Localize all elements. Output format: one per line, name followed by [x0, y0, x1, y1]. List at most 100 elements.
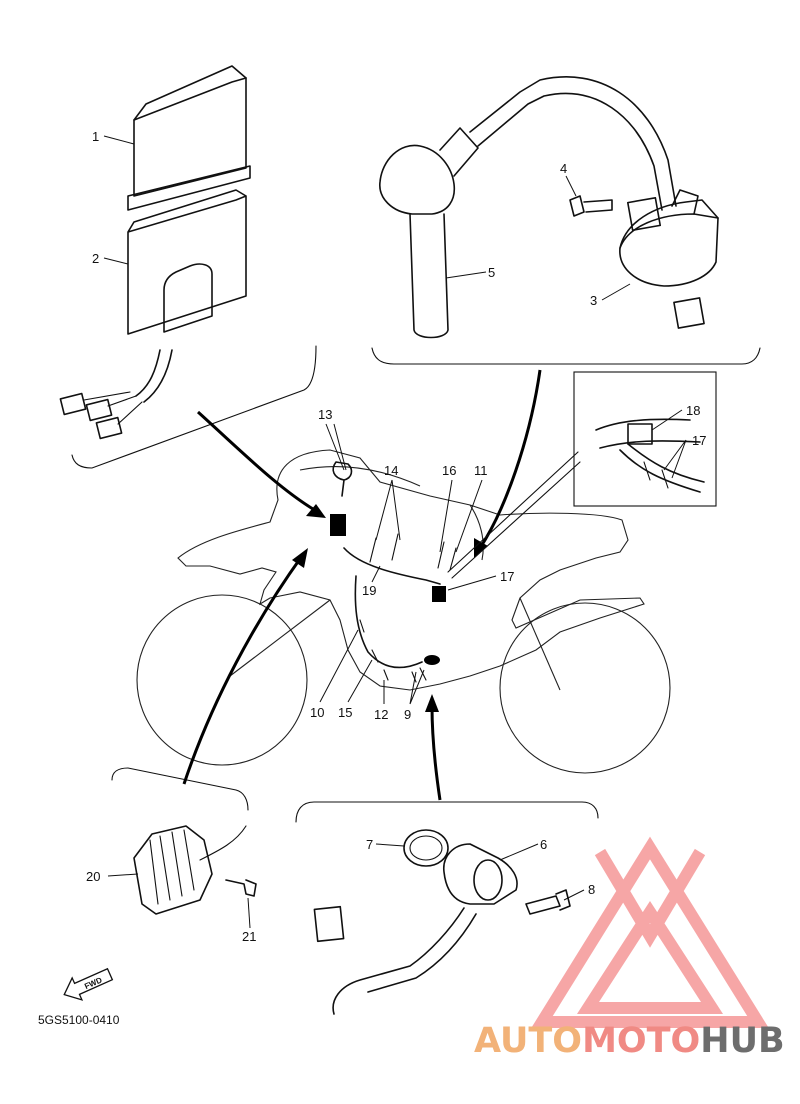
sensor-bolt: [525, 889, 571, 915]
cdi-top-face: [133, 77, 247, 121]
arrow-rectifier: [182, 555, 304, 785]
arrow-sensor-head: [425, 694, 439, 712]
inset-coupler: [627, 423, 653, 445]
arrow-coil: [478, 369, 542, 549]
coil-boot: [671, 189, 699, 215]
callout-brackets: [71, 345, 761, 823]
plug-cap-tube: [409, 213, 449, 339]
watermark-logo: [531, 836, 769, 1028]
label-part-11: 11: [474, 463, 488, 478]
leader-1: [103, 135, 135, 145]
plug-cap-neck: [439, 127, 479, 177]
label-part-19: 19: [362, 583, 376, 598]
cdi-connector-a: [59, 392, 87, 416]
label-part-4: 4: [560, 161, 567, 176]
rectifier-body: [133, 825, 213, 915]
label-part-6: 6: [540, 837, 547, 852]
leader-6: [499, 843, 539, 861]
cdi-wires: [83, 391, 143, 425]
leader-21: [247, 897, 251, 929]
watermark-moto: MOTO: [582, 1021, 700, 1061]
plug-cap: [379, 144, 456, 215]
leader-13: [325, 423, 347, 471]
swingarm-line: [229, 599, 331, 677]
cdi-unit-group: [59, 65, 251, 440]
label-part-13: 13: [318, 407, 332, 422]
coil-tab-top: [626, 196, 662, 232]
harness-clamps: [359, 533, 457, 683]
mounted-lock: [332, 461, 353, 497]
leader-8: [563, 889, 585, 901]
body-outline: [177, 449, 645, 691]
cdi-cable: [135, 349, 173, 403]
front-wheel: [499, 602, 671, 774]
leader-10: [319, 629, 359, 703]
rectifier-group: [133, 825, 257, 915]
leader-3: [601, 283, 631, 301]
leader-11: [455, 479, 483, 553]
sensor-group: [313, 829, 571, 1015]
sensor-connector: [313, 905, 345, 943]
bracket-coil: [371, 347, 761, 365]
leader-14: [375, 479, 401, 541]
coil-body: [619, 199, 719, 287]
sensor-cap: [473, 859, 503, 901]
inset-frame-tube: [595, 418, 701, 449]
label-part-21: 21: [242, 929, 256, 944]
label-part-15: 15: [338, 705, 352, 720]
arrow-rectifier-head: [292, 548, 308, 568]
inset-bands: [643, 461, 669, 489]
leader-2: [103, 257, 129, 265]
o-ring-inner: [409, 835, 443, 861]
label-part-14: 14: [384, 463, 398, 478]
inset-detail: [595, 418, 705, 493]
leader-15: [347, 659, 373, 703]
coil-bolt: [569, 195, 613, 217]
label-part-2: 2: [92, 251, 99, 266]
inset-box: [573, 371, 717, 507]
fwd-indicator: FWD: [63, 967, 114, 1001]
leader-4: [565, 175, 577, 197]
mounted-cdi: [330, 514, 346, 536]
watermark-triangle-icon: [531, 836, 769, 1028]
label-part-17-inset: 17: [692, 433, 706, 448]
label-part-3: 3: [590, 293, 597, 308]
cdi-cover: [127, 189, 247, 335]
coil-tab-bottom: [673, 297, 705, 329]
sensor-cable: [332, 907, 477, 1015]
cdi-unit: [133, 65, 247, 197]
rectifier-lead: [199, 825, 247, 861]
rectifier-fins: [149, 829, 195, 905]
sensor-body: [443, 843, 518, 905]
bracket-rectifier: [111, 767, 249, 811]
bracket-ecu: [71, 345, 317, 469]
rear-wheel: [136, 594, 308, 766]
leader-20: [107, 873, 139, 877]
pointer-arrows: [182, 369, 581, 801]
cdi-connector-c: [95, 416, 123, 440]
label-part-18: 18: [686, 403, 700, 418]
bracket-sensor: [295, 801, 599, 823]
leader-7: [375, 843, 405, 847]
harness-main: [343, 547, 441, 669]
fork-line: [519, 597, 561, 691]
cdi-connector-b: [85, 398, 113, 422]
label-part-7: 7: [366, 837, 373, 852]
label-part-8: 8: [588, 882, 595, 897]
label-part-20: 20: [86, 869, 100, 884]
inset-harness: [619, 443, 705, 493]
watermark-hub: HUB: [700, 1021, 784, 1061]
mounted-coupler: [432, 586, 446, 602]
watermark-text: AUTOMOTOHUB: [474, 1021, 785, 1061]
arrow-ecu: [196, 410, 319, 514]
label-part-1: 1: [92, 129, 99, 144]
leader-5: [445, 271, 487, 279]
arrow-ecu-head: [306, 504, 326, 518]
drawing-code: 5GS5100-0410: [38, 1013, 120, 1027]
o-ring: [403, 829, 449, 867]
tank-line: [469, 504, 484, 561]
coil-top: [619, 213, 719, 249]
leader-19: [371, 565, 381, 583]
arrow-coil-head: [474, 538, 488, 558]
